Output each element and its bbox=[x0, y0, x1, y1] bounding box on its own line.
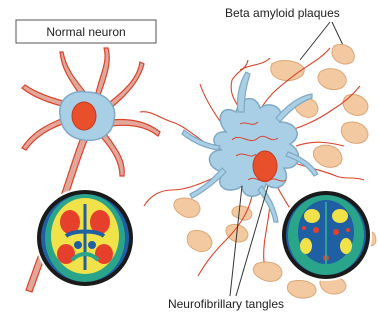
alzheimers-brain-scan-icon bbox=[280, 189, 372, 281]
beta-amyloid-label: Beta amyloid plaques bbox=[225, 6, 340, 20]
normal-neuron-label-box: Normal neuron bbox=[16, 20, 156, 43]
normal-neuron-label: Normal neuron bbox=[46, 25, 125, 39]
neurofibrillary-tangles-label: Neurofibrillary tangles bbox=[168, 297, 284, 311]
alzheimers-neuron-nucleus bbox=[253, 151, 277, 181]
normal-brain-scan-icon bbox=[35, 188, 135, 288]
normal-neuron-nucleus bbox=[72, 102, 96, 130]
